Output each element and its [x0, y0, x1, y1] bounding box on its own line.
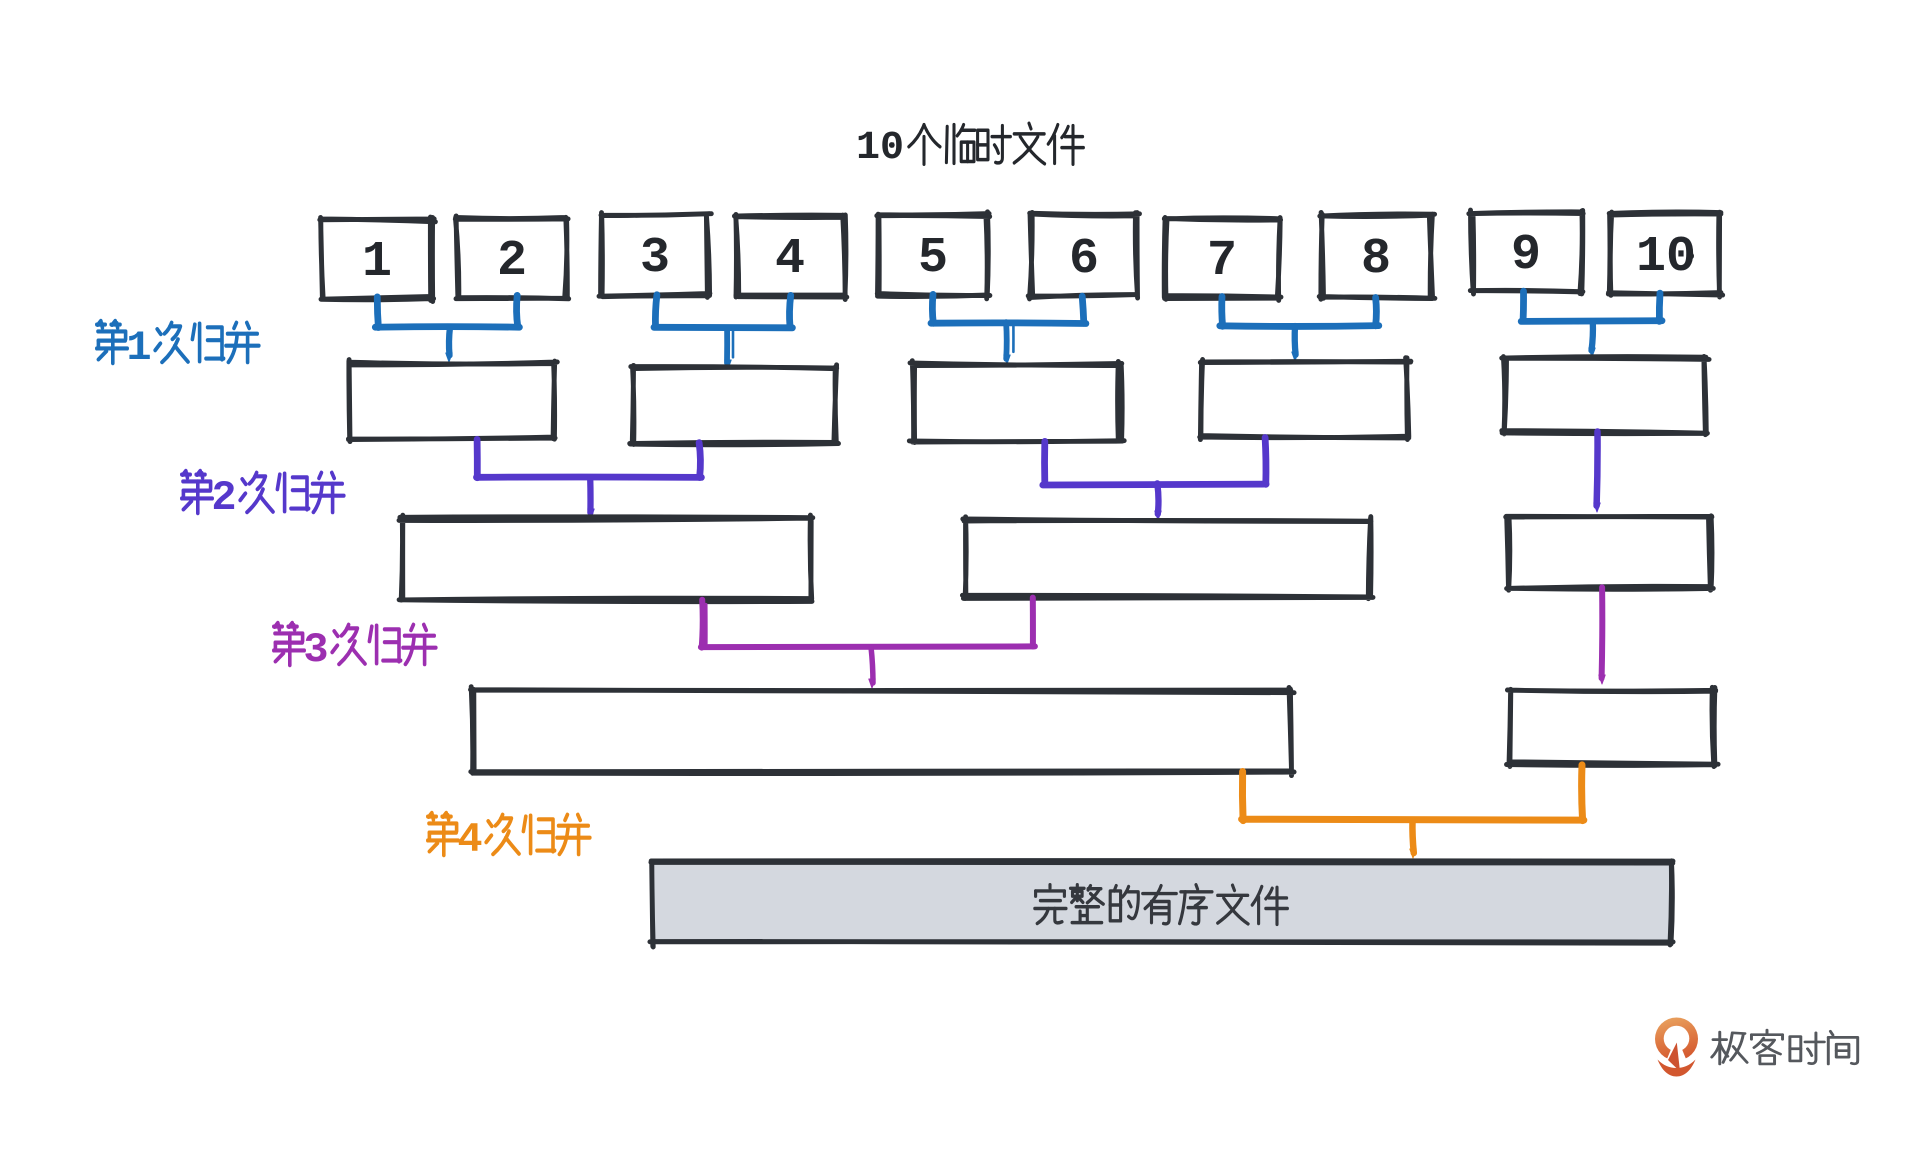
svg-text:3: 3 — [640, 230, 670, 287]
svg-text:4: 4 — [775, 231, 805, 288]
svg-text:8: 8 — [1361, 231, 1391, 288]
svg-text:10: 10 — [856, 126, 904, 171]
svg-text:2: 2 — [211, 474, 236, 522]
svg-text:1: 1 — [126, 324, 151, 372]
svg-text:2: 2 — [497, 233, 527, 290]
svg-text:7: 7 — [1207, 233, 1237, 290]
svg-text:6: 6 — [1069, 231, 1099, 288]
svg-text:3: 3 — [303, 626, 328, 674]
svg-text:10: 10 — [1636, 229, 1696, 286]
svg-text:5: 5 — [918, 230, 948, 287]
svg-text:4: 4 — [457, 816, 482, 864]
svg-text:9: 9 — [1511, 227, 1541, 284]
svg-text:1: 1 — [362, 234, 392, 291]
